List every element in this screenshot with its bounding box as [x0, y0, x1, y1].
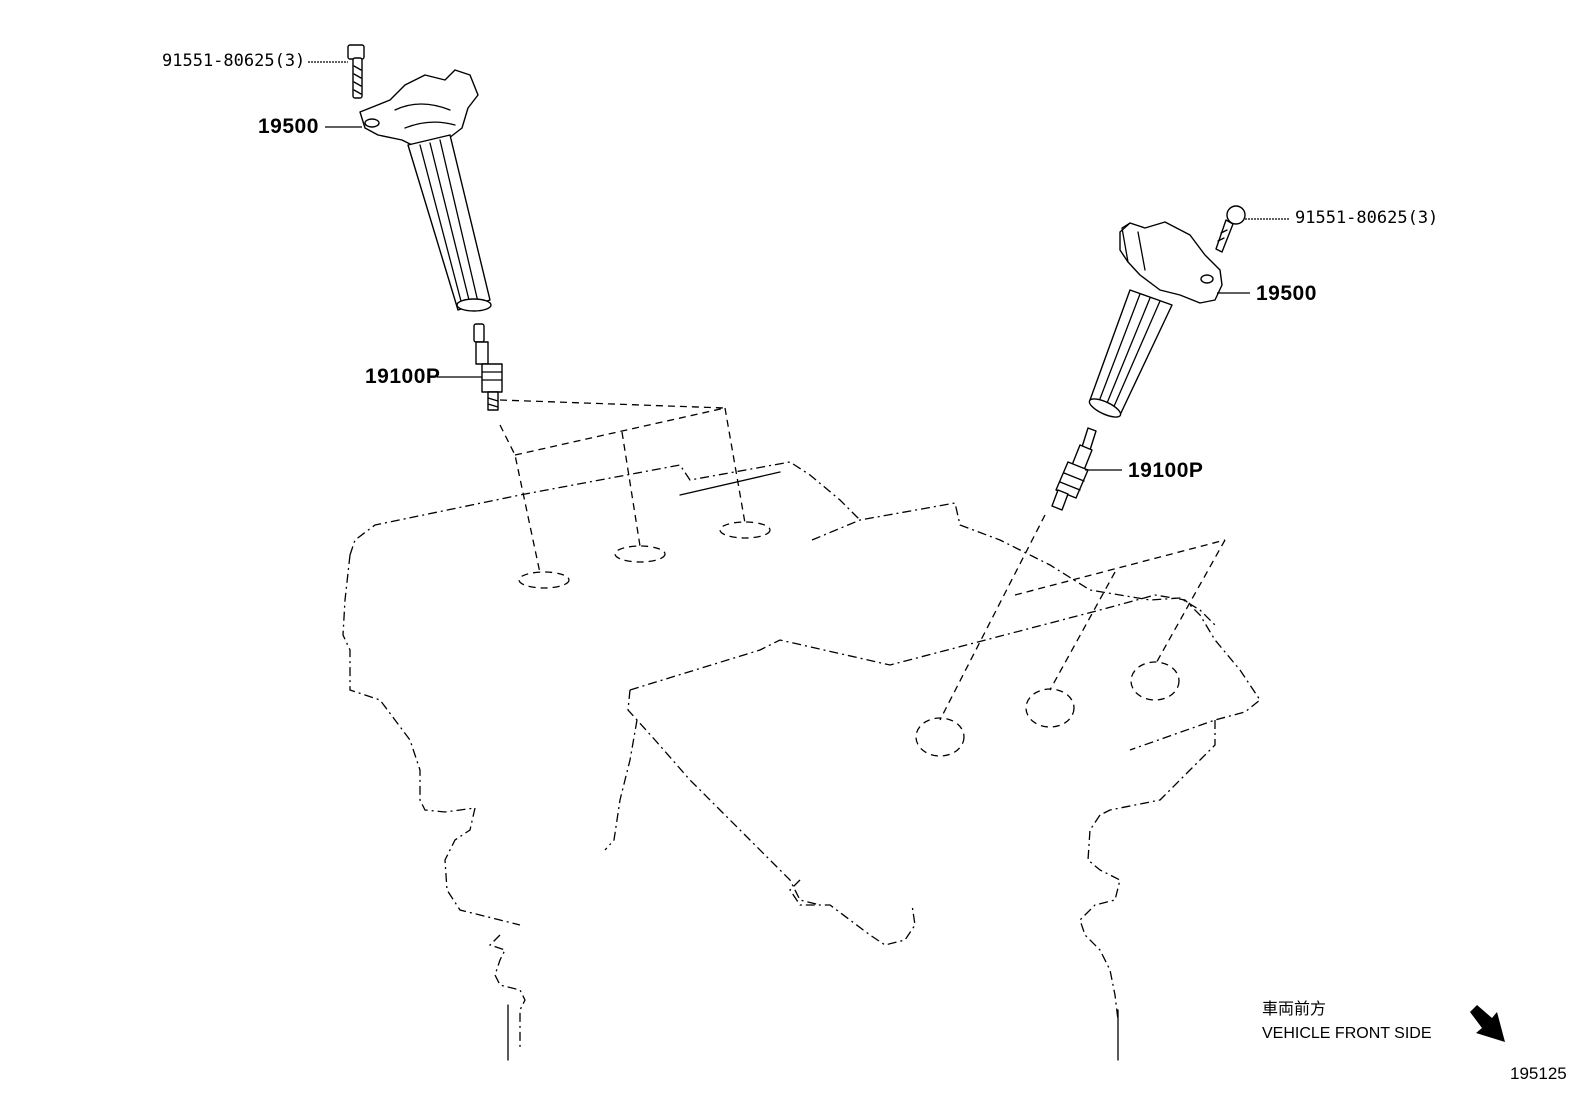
- callout-coil-left: 19500: [258, 115, 319, 138]
- callout-bolt-left: 91551-80625(3): [162, 51, 306, 71]
- vehicle-front-label: VEHICLE FRONT SIDE: [1262, 1025, 1432, 1042]
- bolt-right: [1215, 205, 1246, 253]
- callout-leaders: [308, 61, 1290, 471]
- spark-plug-right: [1051, 427, 1097, 511]
- vehicle-front-japanese-label: 車両前方: [1262, 1001, 1327, 1018]
- figure-number: 195125: [1510, 1064, 1567, 1083]
- callout-bolt-right: 91551-80625(3): [1295, 208, 1439, 228]
- spark-plug-left: [473, 323, 503, 411]
- callout-plug-right: 19100P: [1128, 459, 1204, 482]
- arrow-down-right-icon: [1470, 1005, 1505, 1042]
- ignition-coil-right: [1088, 221, 1223, 418]
- bolt-left: [347, 44, 365, 99]
- engine-block-outline: [342, 461, 1261, 1061]
- cylinder-leader-lines: [499, 399, 1226, 721]
- callout-coil-right: 19500: [1256, 282, 1317, 305]
- spark-plug-holes: [518, 521, 1180, 757]
- ignition-coil-left: [359, 69, 492, 312]
- callout-plug-left: 19100P: [365, 365, 441, 388]
